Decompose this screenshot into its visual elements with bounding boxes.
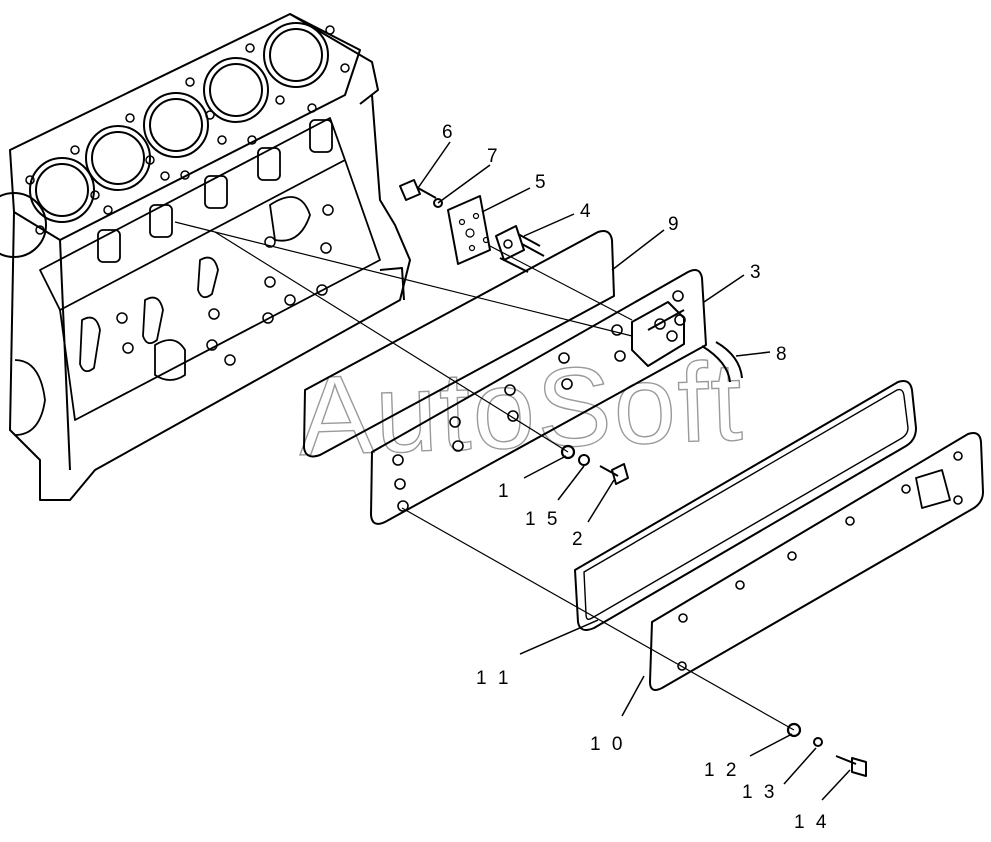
leader-lines xyxy=(417,141,851,801)
callout-13: 1 3 xyxy=(742,782,777,803)
bolt-2 xyxy=(599,463,629,485)
nut-12 xyxy=(786,722,802,738)
hose xyxy=(701,341,743,383)
callout-1: 1 xyxy=(498,481,512,502)
callout-7: 7 xyxy=(487,146,501,167)
callout-2: 2 xyxy=(572,529,586,550)
thermostat-housing xyxy=(631,301,685,367)
o-ring-gasket xyxy=(574,380,917,631)
callout-11: 1 1 xyxy=(476,668,511,689)
callout-14: 1 4 xyxy=(794,812,829,833)
callout-6: 6 xyxy=(442,122,456,143)
washer-7 xyxy=(433,198,443,208)
callout-5: 5 xyxy=(535,172,549,193)
callout-15: 1 5 xyxy=(525,509,560,530)
parts xyxy=(303,179,984,777)
callout-10: 1 0 xyxy=(590,734,625,755)
callout-8: 8 xyxy=(776,344,790,365)
callout-4: 4 xyxy=(580,201,594,222)
callout-labels: 6 7 5 4 9 3 8 1 1 5 2 1 1 1 0 1 2 1 3 1 … xyxy=(442,122,829,833)
rear-plate xyxy=(649,432,984,691)
gasket-plate xyxy=(303,230,615,458)
assembly-lines xyxy=(174,221,795,731)
engine-block xyxy=(0,13,411,501)
flange-with-studs xyxy=(495,225,545,273)
callout-9: 9 xyxy=(668,214,682,235)
bolt-14 xyxy=(835,755,867,777)
nut-1 xyxy=(560,444,576,460)
callout-12: 1 2 xyxy=(704,760,739,781)
cooler-cover-plate xyxy=(370,269,707,525)
washer-15 xyxy=(578,454,590,466)
bolt-6 xyxy=(399,179,437,201)
watermark-text: AutoSoft xyxy=(296,339,746,479)
callout-3: 3 xyxy=(750,262,764,283)
small-gasket xyxy=(447,195,491,265)
rear-plate-holes xyxy=(677,451,963,671)
washer-13 xyxy=(813,737,823,747)
